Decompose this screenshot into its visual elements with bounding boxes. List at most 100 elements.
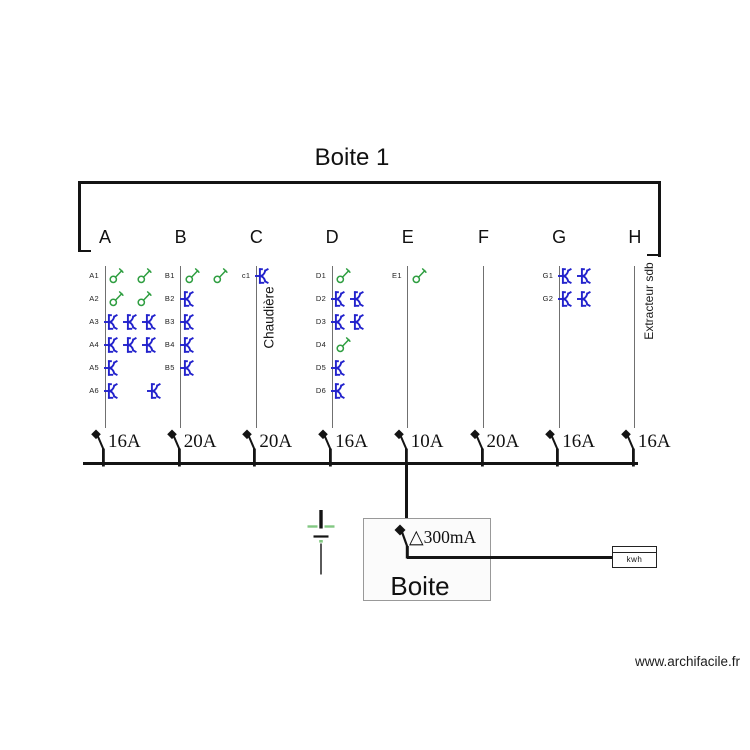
differential-rating: △300mA — [409, 526, 476, 549]
socket-icon — [330, 313, 348, 331]
meter-wire — [407, 556, 613, 559]
socket-icon — [146, 382, 164, 400]
column-line — [255, 266, 257, 428]
bracket-left-hook — [80, 249, 91, 252]
circuit-label: D1 — [315, 271, 327, 280]
circuit-label: A2 — [89, 294, 99, 303]
circuit-label: D3 — [315, 317, 327, 326]
breaker-rating: 16A — [637, 431, 671, 452]
socket-icon — [122, 313, 140, 331]
lamp-icon — [412, 267, 428, 284]
column-letter: F — [478, 227, 489, 247]
column-letter: A — [98, 227, 111, 247]
bracket-left-line — [78, 181, 81, 252]
circuit-label: D6 — [315, 386, 327, 395]
socket-icon — [349, 313, 367, 331]
bracket-top-line — [78, 181, 661, 184]
circuit-label: B2 — [164, 294, 175, 303]
lamp-icon — [213, 267, 229, 284]
circuit-label: D2 — [315, 294, 327, 303]
socket-icon — [557, 290, 575, 308]
column-note-extracteur: Extracteur sdb — [642, 262, 656, 340]
breaker-rating: 16A — [562, 431, 595, 452]
socket-icon — [103, 336, 121, 354]
breaker-switch-icon — [390, 425, 412, 467]
column-line — [407, 266, 409, 428]
column-letter: H — [628, 227, 642, 247]
socket-icon — [349, 290, 367, 308]
circuit-label: D4 — [315, 340, 327, 349]
meter-label: kwh — [626, 555, 643, 564]
lamp-icon — [137, 290, 153, 307]
lamp-icon — [336, 336, 352, 353]
circuit-label: G2 — [542, 294, 554, 303]
meter-box — [612, 546, 657, 568]
breaker-switch-icon — [617, 425, 639, 467]
socket-icon — [330, 290, 348, 308]
differential-value: 300mA — [423, 527, 477, 547]
column-letter: G — [552, 227, 567, 247]
socket-icon — [103, 313, 121, 331]
circuit-label: A1 — [89, 271, 99, 280]
socket-icon — [179, 336, 197, 354]
column-letter: D — [325, 227, 339, 247]
socket-icon — [557, 267, 575, 285]
lamp-icon — [185, 267, 201, 284]
socket-icon — [141, 336, 159, 354]
breaker-switch-icon — [238, 425, 260, 467]
breaker-rating: 16A — [108, 431, 141, 452]
breaker-switch-icon — [163, 425, 185, 467]
column-line — [483, 266, 484, 428]
breaker-rating: 10A — [410, 431, 444, 452]
main-feed-line — [405, 464, 409, 526]
socket-icon — [103, 382, 121, 400]
bracket-right-hook — [647, 253, 658, 256]
breaker-rating: 20A — [183, 431, 217, 452]
column-letter: B — [174, 227, 187, 247]
socket-icon — [330, 382, 348, 400]
panel-title: Boite 1 — [314, 144, 390, 171]
column-line — [558, 266, 560, 428]
breaker-rating: 20A — [259, 431, 293, 452]
column-line — [331, 266, 333, 428]
breaker-switch-icon — [541, 425, 563, 467]
meter-divider — [612, 552, 657, 553]
watermark-website: www.archifacile.fr — [634, 654, 740, 669]
bus-line — [83, 461, 638, 465]
circuit-label: B5 — [164, 363, 175, 372]
socket-icon — [576, 290, 594, 308]
socket-icon — [576, 267, 594, 285]
earth-connection-icon — [306, 507, 336, 577]
circuit-label: E1 — [392, 271, 402, 280]
column-line — [180, 266, 182, 428]
circuit-label: A5 — [89, 363, 99, 372]
lamp-icon — [336, 267, 352, 284]
circuit-label: D5 — [315, 363, 327, 372]
column-line — [104, 266, 106, 428]
column-letter: E — [401, 227, 414, 247]
circuit-label: A3 — [89, 317, 99, 326]
circuit-label: A4 — [89, 340, 99, 349]
socket-icon — [330, 359, 348, 377]
main-box — [363, 518, 491, 601]
column-line — [634, 266, 636, 428]
circuit-label: A6 — [89, 386, 99, 395]
socket-icon — [103, 359, 121, 377]
circuit-label: G1 — [542, 271, 554, 280]
bracket-right-line — [657, 181, 661, 257]
socket-icon — [179, 359, 197, 377]
column-note-chaudiere: Chaudière — [261, 286, 277, 349]
delta-icon: △ — [409, 527, 424, 548]
socket-icon — [179, 313, 197, 331]
lamp-icon — [109, 290, 125, 307]
column-letter: C — [249, 227, 263, 247]
circuit-label: c1 — [241, 271, 251, 280]
socket-icon — [254, 267, 272, 285]
breaker-switch-icon — [314, 425, 336, 467]
breaker-switch-icon — [466, 425, 488, 467]
breaker-rating: 16A — [335, 431, 368, 452]
socket-icon — [141, 313, 159, 331]
breaker-rating: 20A — [486, 431, 520, 452]
circuit-label: B1 — [164, 271, 175, 280]
